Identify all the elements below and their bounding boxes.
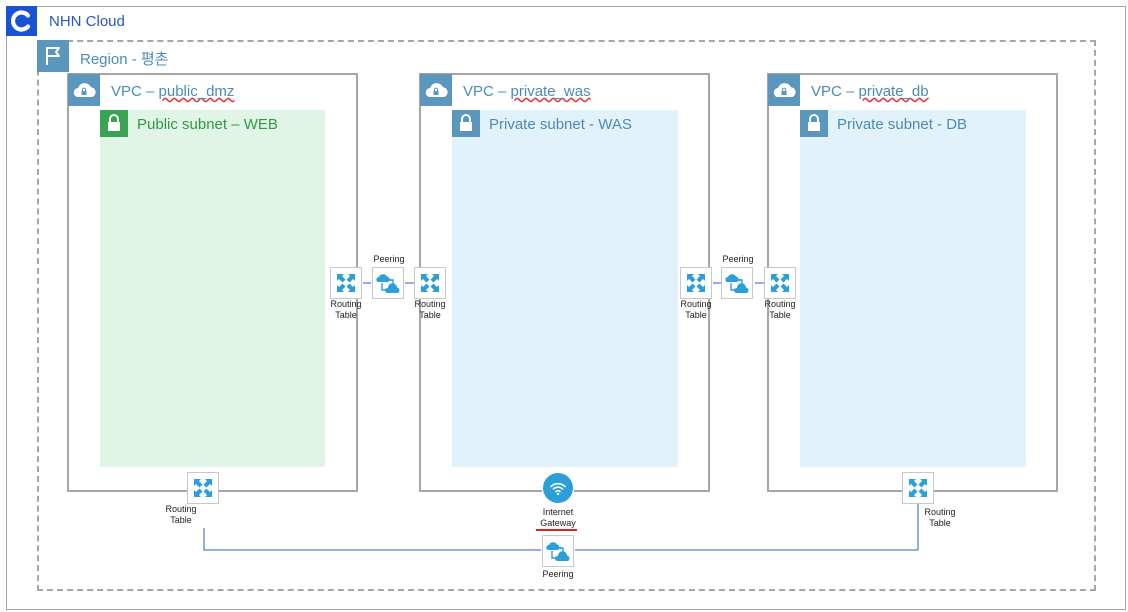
gateway-highlight-underline <box>536 529 577 531</box>
subnet-title-private-was: Private subnet - WAS <box>489 116 632 133</box>
peering-label: Peering <box>373 254 405 264</box>
subnet-private-was <box>452 110 678 467</box>
region-boundary <box>37 40 1096 591</box>
subnet-title-private-db: Private subnet - DB <box>837 116 968 133</box>
vpc-prefix: VPC – <box>811 83 859 100</box>
region-title: Region - 평촌 <box>80 51 169 68</box>
nhn-cloud-boundary <box>6 6 1126 610</box>
routing-arrows-icon[interactable] <box>187 472 219 504</box>
peering-cloud-icon[interactable] <box>542 535 574 567</box>
routing-arrows-icon[interactable] <box>680 267 712 299</box>
cloud-lock-icon <box>420 74 452 106</box>
vpc-name: private_was <box>510 83 591 100</box>
vpc-title-private-was: VPC – private_was <box>463 83 591 100</box>
region-flag-icon <box>37 40 69 72</box>
subnet-public-web <box>100 110 325 467</box>
peering-label: Peering <box>542 569 574 579</box>
padlock-icon <box>452 110 480 137</box>
cloud-lock-icon <box>68 74 100 106</box>
routing-arrows-icon[interactable] <box>414 267 446 299</box>
routing-arrows-icon[interactable] <box>902 472 934 504</box>
routing-arrows-icon[interactable] <box>764 267 796 299</box>
vpc-name: private_db <box>858 83 929 100</box>
padlock-icon <box>100 110 128 137</box>
cloud-title: NHN Cloud <box>49 13 125 30</box>
vpc-prefix: VPC – <box>463 83 511 100</box>
internet-gateway-icon[interactable] <box>542 472 574 504</box>
nhn-cloud-logo-icon <box>6 6 37 36</box>
peering-cloud-icon[interactable] <box>372 267 404 299</box>
subnet-title-public-web: Public subnet – WEB <box>137 116 278 133</box>
padlock-icon <box>800 110 828 137</box>
vpc-title-private-db: VPC – private_db <box>811 83 929 100</box>
vpc-name: public_dmz <box>158 83 235 100</box>
vpc-title-public-dmz: VPC – public_dmz <box>111 83 234 100</box>
vpc-prefix: VPC – <box>111 83 159 100</box>
peering-label: Peering <box>722 254 754 264</box>
subnet-private-db <box>800 110 1026 467</box>
routing-arrows-icon[interactable] <box>330 267 362 299</box>
cloud-lock-icon <box>768 74 800 106</box>
peering-cloud-icon[interactable] <box>721 267 753 299</box>
